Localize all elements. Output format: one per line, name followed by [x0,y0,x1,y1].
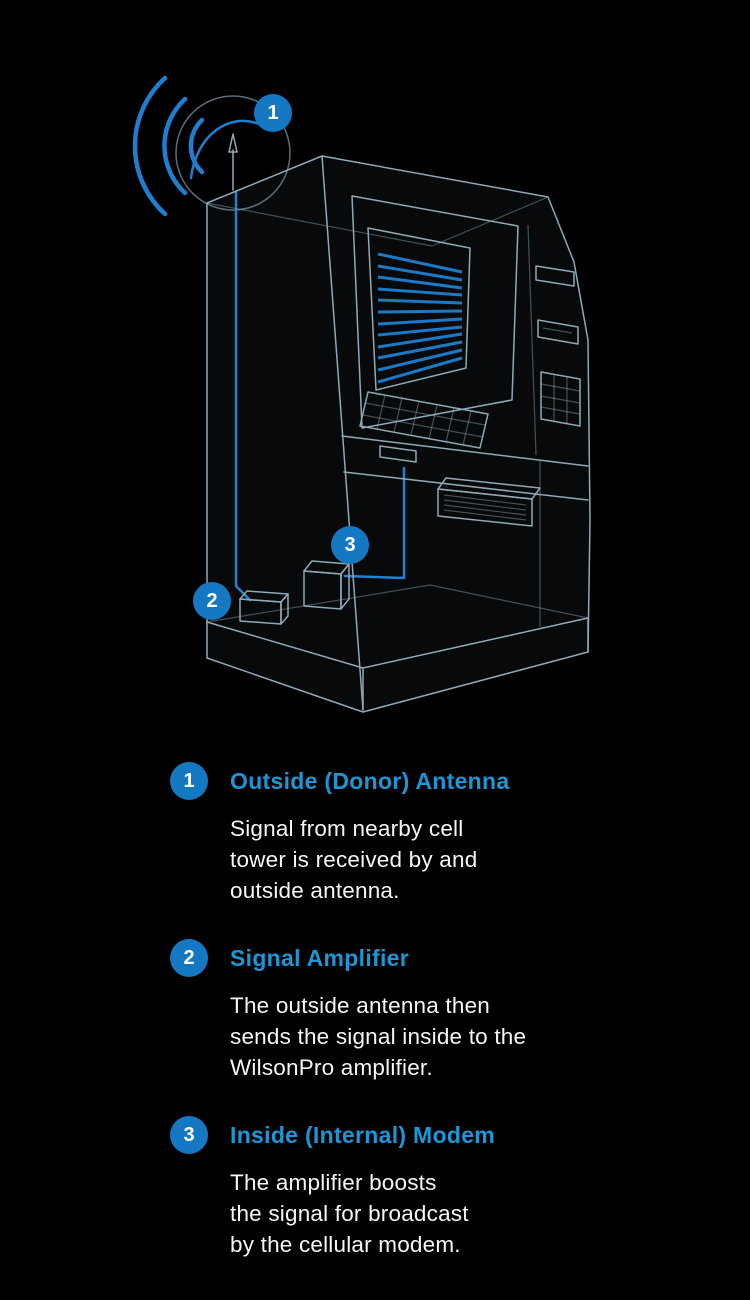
legend-item-antenna: 1 Outside (Donor) Antenna Signal from ne… [170,762,650,906]
cash-dispenser [437,477,541,527]
diagram-badge-1: 1 [254,94,292,132]
antenna-icon [228,133,238,191]
diagram-badge-3: 3 [331,526,369,564]
signal-waves-icon [132,75,205,217]
amplifier-box [239,590,289,625]
modem-cable-line [343,466,406,580]
legend-title-amplifier: Signal Amplifier [230,944,410,971]
fascia-band [341,435,589,627]
legend-description-modem: The amplifier boosts the signal for broa… [230,1170,469,1257]
antenna-cable-line [234,190,252,602]
atm-diagram: 1 2 3 [132,75,591,713]
badge1-callout-arc [189,119,261,180]
keyboard [359,391,489,449]
card-slot [535,265,575,287]
legend-title-modem: Inside (Internal) Modem [230,1121,496,1148]
step-badge-2: 2 [170,939,208,977]
atm-diagram-svg [132,75,591,713]
step-badge-1: 1 [170,762,208,800]
legend-item-amplifier: 2 Signal Amplifier The outside antenna t… [170,939,650,1083]
diagram-badge-2: 2 [193,582,231,620]
pin-pad [540,371,581,427]
legend-description-antenna: Signal from nearby cell tower is receive… [230,816,478,903]
modem-box [303,560,350,610]
legend-description-amplifier: The outside antenna then sends the signa… [230,993,527,1080]
antenna-highlight-circle [175,95,291,211]
step-badge-3: 3 [170,1116,208,1154]
atm-wireframe [206,155,591,713]
legend-title-antenna: Outside (Donor) Antenna [230,767,510,794]
screen-bezel [351,195,519,429]
legend: 1 Outside (Donor) Antenna Signal from ne… [170,762,650,1293]
receipt-slot [537,319,579,345]
screen-content-lines [377,252,463,384]
legend-item-modem: 3 Inside (Internal) Modem The amplifier … [170,1116,650,1260]
